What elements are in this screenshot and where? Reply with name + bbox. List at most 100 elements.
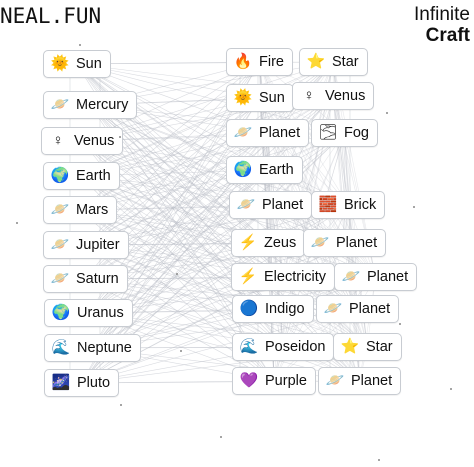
lightning-icon: ⚡ <box>238 268 258 285</box>
element-chip-planet[interactable]: 🪐Planet <box>226 119 310 147</box>
star-dot <box>220 436 222 438</box>
element-chip-earth[interactable]: 🌍Earth <box>226 156 303 184</box>
star-dot <box>16 222 18 224</box>
chip-label: Pluto <box>77 375 111 391</box>
neal-fun-logo[interactable]: NEAL.FUN <box>0 4 102 28</box>
connection-line <box>85 244 368 348</box>
element-chip-indigo[interactable]: 🔵 Indigo <box>232 295 314 323</box>
star-dot <box>119 136 121 138</box>
element-chip-sun[interactable]: 🌞Sun <box>226 84 294 112</box>
element-chip-saturn[interactable]: 🪐Saturn <box>43 265 128 293</box>
connection-line <box>273 276 376 382</box>
element-chip-mercury[interactable]: 🪐Mercury <box>43 91 138 119</box>
connection-line <box>82 61 334 142</box>
connection-line <box>264 169 284 278</box>
logo-line-infinite: Infinite <box>414 4 470 25</box>
chip-label: Saturn <box>76 271 119 287</box>
element-chip-fog[interactable]: 🌫 Fog <box>311 119 378 147</box>
chip-label: Indigo <box>265 301 305 317</box>
connection-line <box>81 276 284 384</box>
element-chip-planet[interactable]: 🪐 Planet <box>303 229 387 257</box>
element-chip-planet[interactable]: 🪐 Planet <box>316 295 400 323</box>
connection-line <box>267 132 345 244</box>
star-dot <box>399 323 401 325</box>
fog-icon: 🌫 <box>318 124 338 141</box>
connection-line <box>282 276 360 382</box>
connection-line <box>264 169 376 278</box>
connection-line <box>81 175 376 278</box>
chip-label: Sun <box>76 56 102 72</box>
element-chip-star[interactable]: ⭐Star <box>333 333 402 361</box>
connection-line <box>85 244 284 348</box>
fire-icon: 🔥 <box>233 53 253 70</box>
chip-label: Planet <box>351 373 393 389</box>
connection-line <box>82 140 269 244</box>
connection-line <box>82 140 345 244</box>
connection-line <box>85 278 360 382</box>
chip-label: Neptune <box>77 340 132 356</box>
element-chip-mars[interactable]: 🪐Mars <box>43 196 118 224</box>
element-chip-brick[interactable]: 🧱Brick <box>311 191 386 219</box>
planet-icon: 🪐 <box>325 372 345 389</box>
chip-label: Poseidon <box>265 339 326 355</box>
element-chip-earth[interactable]: 🌍Earth <box>43 162 120 190</box>
globe-icon: 🌍 <box>233 161 253 178</box>
connection-line <box>332 95 349 206</box>
connection-line <box>272 204 349 310</box>
connection-line <box>273 61 334 382</box>
blue-circle-icon: 🔵 <box>239 300 259 317</box>
star-dot <box>176 273 178 275</box>
element-chip-sun[interactable]: 🌞Sun <box>43 50 111 78</box>
connection-line <box>92 242 345 349</box>
connection-line <box>79 97 261 211</box>
chip-label: Planet <box>336 235 378 251</box>
chip-label: Planet <box>367 269 409 285</box>
chip-label: Mars <box>76 202 109 218</box>
connection-line <box>359 276 376 382</box>
galaxy-icon: 🌌 <box>51 374 71 391</box>
chip-label: Mercury <box>76 97 129 113</box>
element-chip-venus[interactable]: ♀ Venus <box>41 127 124 155</box>
star-dot <box>378 459 380 461</box>
chip-label: Fog <box>344 125 369 141</box>
chip-label: Planet <box>262 197 304 213</box>
connection-line <box>85 132 268 246</box>
planet-icon: 🪐 <box>310 234 330 251</box>
element-chip-zeus[interactable]: ⚡Zeus <box>231 229 306 257</box>
chip-label: Sun <box>259 90 285 106</box>
infinite-craft-logo: Infinite Craft <box>414 4 470 46</box>
connection-line <box>81 61 334 384</box>
element-chip-uranus[interactable]: 🌍Uranus <box>44 299 133 327</box>
element-chip-pluto[interactable]: 🌌 Pluto <box>44 369 120 397</box>
connection-line <box>259 97 349 206</box>
star-dot <box>120 404 122 406</box>
connection-line <box>81 276 376 384</box>
element-chip-jupiter[interactable]: 🪐Jupiter <box>43 231 129 259</box>
planet-icon: 🪐 <box>341 268 361 285</box>
element-chip-planet[interactable]: 🪐Planet <box>229 191 313 219</box>
element-chip-electricity[interactable]: ⚡Electricity <box>231 263 336 291</box>
element-chip-planet[interactable]: 🪐 Planet <box>334 263 418 291</box>
element-chip-star[interactable]: ⭐Star <box>299 48 368 76</box>
chip-label: Venus <box>74 133 115 149</box>
connection-line <box>90 104 349 206</box>
element-chip-neptune[interactable]: 🌊Neptune <box>44 334 141 362</box>
chip-label: Fire <box>259 54 284 70</box>
connection-line <box>259 97 271 206</box>
chip-label: Uranus <box>77 305 124 321</box>
planet-icon: 🪐 <box>323 300 343 317</box>
connection-line <box>259 61 275 382</box>
element-chip-poseidon[interactable]: 🌊Poseidon <box>232 333 335 361</box>
chip-label: Planet <box>349 301 391 317</box>
chip-label: Venus <box>325 88 366 104</box>
element-chip-fire[interactable]: 🔥 Fire <box>226 48 293 76</box>
connection-line <box>270 204 274 310</box>
connection-line <box>267 132 345 244</box>
venus-icon: ♀ <box>52 132 64 149</box>
element-chip-purple[interactable]: 💜Purple <box>232 367 316 395</box>
element-chip-planet[interactable]: 🪐 Planet <box>318 367 402 395</box>
chip-label: Zeus <box>264 235 297 251</box>
star-dot <box>450 388 452 390</box>
element-chip-venus[interactable]: ♀Venus <box>292 82 375 110</box>
connection-line <box>88 204 349 314</box>
